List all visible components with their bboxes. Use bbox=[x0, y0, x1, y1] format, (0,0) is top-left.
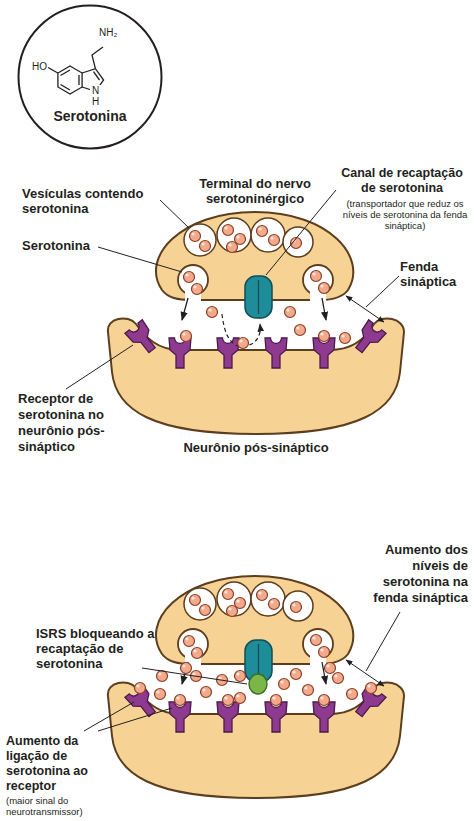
synapse-ssri bbox=[108, 576, 404, 798]
callout-label: Aumento da ligação de serotonina ao rece… bbox=[6, 734, 122, 794]
cleft-serotonin-increased bbox=[347, 689, 358, 700]
cleft-serotonin-increased bbox=[279, 679, 290, 690]
leader-lines bbox=[98, 708, 172, 731]
leader-lines bbox=[346, 296, 384, 322]
cleft-serotonin-increased bbox=[236, 694, 239, 697]
cleft-serotonin bbox=[182, 332, 185, 335]
cleft-serotonin-increased bbox=[291, 669, 302, 680]
cleft-serotonin-increased bbox=[348, 690, 351, 693]
cleft-serotonin bbox=[341, 334, 344, 337]
cleft-serotonin bbox=[296, 326, 299, 329]
callout-label: ISRS bloqueando a recaptação de serotoni… bbox=[36, 626, 158, 671]
leader-lines bbox=[366, 276, 399, 307]
cleft-serotonin-increased bbox=[334, 674, 337, 677]
cleft-serotonin-increased bbox=[333, 673, 344, 684]
cleft-serotonin-increased bbox=[192, 672, 195, 675]
molecule-structure bbox=[61, 70, 71, 76]
cleft-serotonin-increased bbox=[157, 671, 168, 682]
cleft-serotonin-increased bbox=[181, 663, 192, 674]
cleft-serotonin bbox=[295, 325, 306, 336]
cleft-serotonin-increased bbox=[292, 670, 295, 673]
cleft-serotonin-increased bbox=[304, 686, 307, 689]
cleft-serotonin bbox=[319, 331, 330, 342]
cleft-serotonin bbox=[340, 333, 351, 344]
cleft-serotonin-increased bbox=[156, 690, 159, 693]
callout-label: Serotonina bbox=[22, 238, 112, 253]
cleft-serotonin-increased bbox=[303, 685, 314, 696]
cleft-serotonin bbox=[239, 339, 242, 342]
cleft-serotonin bbox=[285, 307, 296, 318]
cleft-serotonin-increased bbox=[235, 693, 246, 704]
cleft-serotonin-increased bbox=[319, 695, 330, 706]
cleft-serotonin-increased bbox=[320, 696, 323, 699]
cleft-serotonin-increased bbox=[224, 696, 227, 699]
cleft-serotonin bbox=[181, 331, 192, 342]
cleft-serotonin-increased bbox=[182, 664, 185, 667]
cleft-serotonin-increased bbox=[201, 687, 212, 698]
atom-label: HO bbox=[29, 61, 47, 73]
cleft-serotonin-increased bbox=[325, 663, 336, 674]
atom-label: H bbox=[90, 96, 101, 108]
cleft-serotonin bbox=[238, 338, 249, 349]
callout-label: Canal de recaptação de serotonina bbox=[334, 166, 470, 196]
cleft-serotonin-increased bbox=[136, 684, 139, 687]
node-title: Serotonina bbox=[17, 108, 163, 124]
cleft-serotonin-increased bbox=[155, 689, 166, 700]
callout-label: Aumento dos níveis de serotonina na fend… bbox=[352, 542, 468, 606]
ssri-blocker bbox=[249, 674, 267, 694]
callout-note: (transportador que reduz os níveis de se… bbox=[342, 198, 468, 231]
callout-label: Receptor de serotonina no neurônio pós-s… bbox=[18, 391, 122, 455]
cleft-serotonin bbox=[320, 332, 323, 335]
molecule-structure bbox=[94, 72, 100, 80]
molecule-structure bbox=[78, 75, 79, 85]
cleft-serotonin-increased bbox=[235, 671, 246, 682]
cleft-serotonin bbox=[208, 308, 211, 311]
circle-outline bbox=[19, 6, 162, 149]
cleft-serotonin-increased bbox=[202, 688, 205, 691]
cleft-serotonin-increased bbox=[326, 664, 329, 667]
cleft-serotonin-increased bbox=[366, 683, 377, 694]
cleft-serotonin-increased bbox=[272, 696, 275, 699]
cleft-serotonin bbox=[181, 307, 351, 349]
reuptake-path bbox=[222, 314, 260, 346]
circle-outline bbox=[17, 4, 163, 150]
structure-label: Terminal do nervo serotoninérgico bbox=[175, 176, 335, 206]
callout-note: (maior sinal do neurotransmissor) bbox=[6, 795, 126, 817]
cleft-serotonin-increased bbox=[158, 672, 161, 675]
molecule-structure bbox=[61, 85, 71, 91]
cleft-serotonin-increased bbox=[176, 696, 179, 699]
cleft-serotonin-increased bbox=[236, 672, 239, 675]
cleft-serotonin-increased bbox=[367, 684, 370, 687]
leader-lines bbox=[142, 668, 247, 684]
cleft-serotonin-increased bbox=[135, 683, 146, 694]
cleft-serotonin-increased bbox=[280, 680, 283, 683]
leader-lines bbox=[98, 247, 182, 272]
cleft-serotonin-increased bbox=[218, 676, 221, 679]
molecule-circle: Serotonina bbox=[17, 4, 163, 150]
callout-label: Fenda sináptica bbox=[400, 259, 470, 289]
leader-lines bbox=[160, 200, 189, 228]
leader-lines bbox=[84, 702, 134, 731]
synapse-normal bbox=[108, 212, 404, 434]
cleft-serotonin-increased bbox=[271, 695, 282, 706]
molecule-structure bbox=[92, 47, 103, 69]
leader-lines bbox=[366, 612, 400, 671]
cleft-serotonin-increased bbox=[175, 695, 186, 706]
cleft-serotonin-increased bbox=[135, 663, 377, 706]
molecule-structure bbox=[58, 66, 82, 94]
structure-label: Neurônio pós-sináptico bbox=[146, 440, 366, 455]
molecule-structure bbox=[48, 68, 58, 74]
cleft-serotonin bbox=[207, 307, 218, 318]
cleft-serotonin bbox=[286, 308, 289, 311]
cleft-serotonin-increased bbox=[223, 695, 234, 706]
callout-label: Vesículas contendo serotonina bbox=[22, 186, 162, 216]
leader-lines bbox=[66, 345, 133, 389]
leader-lines bbox=[346, 660, 384, 686]
atom-label: NH₂ bbox=[99, 27, 125, 39]
